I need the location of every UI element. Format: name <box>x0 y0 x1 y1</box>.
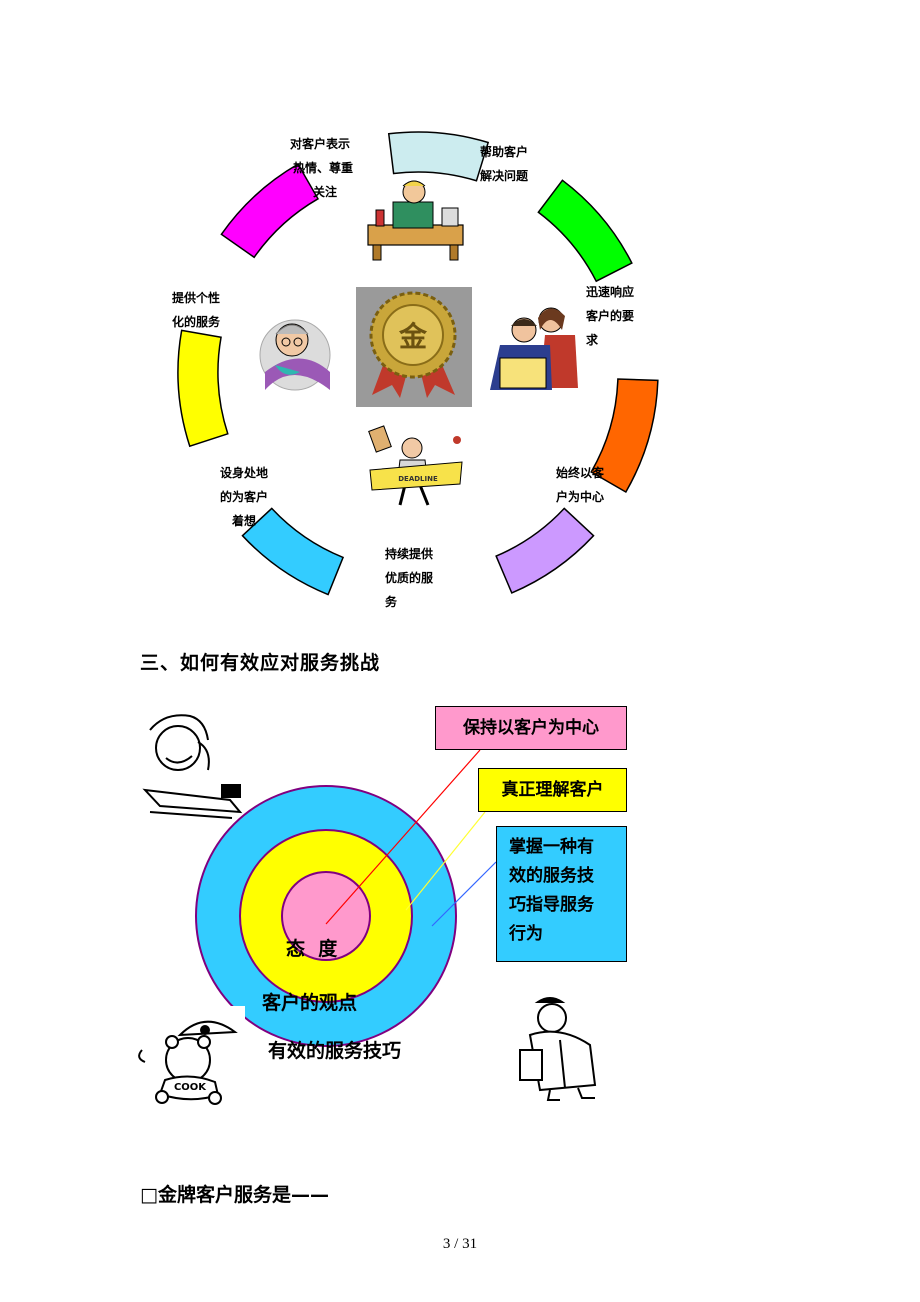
ring-label-attitude: 态 度 <box>286 938 338 960</box>
businessman-clipart <box>519 997 597 1101</box>
wheel-label-customer-center: 始终以客 户为中心 <box>556 461 604 509</box>
label-line: 始终以客 <box>556 466 605 480</box>
deadline-ribbon-text: DEADLINE <box>398 475 438 483</box>
box-service-skills: 掌握一种有 效的服务技 巧指导服务 行为 <box>496 826 627 962</box>
label-line: 着想 <box>232 514 257 528</box>
box-text: 真正理解客户 <box>501 780 604 800</box>
wheel-label-quality: 持续提供 优质的服 务 <box>385 542 433 614</box>
segment-top <box>387 131 490 182</box>
wheel-label-empathy: 设身处地 的为客户 着想 <box>220 461 268 533</box>
segment-left <box>177 329 229 448</box>
connector-red <box>325 749 481 925</box>
box-line: 巧指导服务 <box>509 895 594 915</box>
segment-top-right <box>537 179 633 283</box>
box-line: 掌握一种有 <box>509 837 594 857</box>
page-number: 3 / 31 <box>442 1236 478 1252</box>
ring-label-customer-view: 客户的观点 <box>262 992 358 1014</box>
box-text: 保持以客户为中心 <box>463 718 599 738</box>
label-line: 求 <box>586 333 599 347</box>
wheel-label-respect: 对客户表示 热情、尊重 关注 <box>290 132 353 204</box>
segment-right <box>590 378 659 494</box>
gold-service-title: □金牌客户服务是—— <box>140 1184 329 1206</box>
box-line: 行为 <box>509 924 543 944</box>
label-line: 迅速响应 <box>586 285 635 299</box>
segment-bottom-left <box>241 507 345 596</box>
medal-character: 金 <box>398 320 428 353</box>
label-line: 务 <box>385 595 398 609</box>
cook-hat-text: COOK <box>174 1082 207 1093</box>
label-line: 对客户表示 <box>290 137 351 151</box>
box-line: 效的服务技 <box>509 866 594 886</box>
clerk-at-desk-clipart <box>367 180 464 261</box>
segment-bottom-right <box>495 507 595 594</box>
box-keep-customer-center: 保持以客户为中心 <box>435 706 627 750</box>
label-line: 客户的要 <box>586 309 635 323</box>
label-line: 提供个性 <box>172 291 221 305</box>
label-line: 设身处地 <box>220 466 269 480</box>
segment-upper-left <box>220 163 320 259</box>
label-line: 的为客户 <box>220 490 269 504</box>
wheel-segments <box>177 131 659 596</box>
label-line: 持续提供 <box>385 547 434 561</box>
cook-bear-clipart <box>138 1020 238 1105</box>
box-understand-customer: 真正理解客户 <box>478 768 627 812</box>
label-line: 户为中心 <box>556 490 605 504</box>
label-line: 关注 <box>313 185 338 199</box>
label-line: 帮助客户 <box>480 145 529 159</box>
label-line: 优质的服 <box>385 571 434 585</box>
wheel-label-respond: 迅速响应 客户的要 求 <box>586 280 634 352</box>
deadline-runner-clipart <box>368 425 463 506</box>
phone-operator-clipart <box>142 714 243 819</box>
wheel-label-help: 帮助客户 解决问题 <box>480 140 528 188</box>
label-line: 化的服务 <box>172 315 221 329</box>
wheel-label-personalized: 提供个性 化的服务 <box>172 286 220 334</box>
gold-medal-badge <box>356 287 472 407</box>
ring-label-effective-skills: 有效的服务技巧 <box>268 1040 402 1062</box>
label-line: 解决问题 <box>480 169 529 183</box>
connector-yellow <box>405 811 486 911</box>
couple-reading-clipart <box>488 307 578 390</box>
elderly-woman-clipart <box>259 319 331 391</box>
label-line: 热情、尊重 <box>293 161 354 175</box>
section-title: 三、如何有效应对服务挑战 <box>140 652 381 674</box>
connector-blue <box>431 861 497 927</box>
inner-circle <box>281 871 371 961</box>
